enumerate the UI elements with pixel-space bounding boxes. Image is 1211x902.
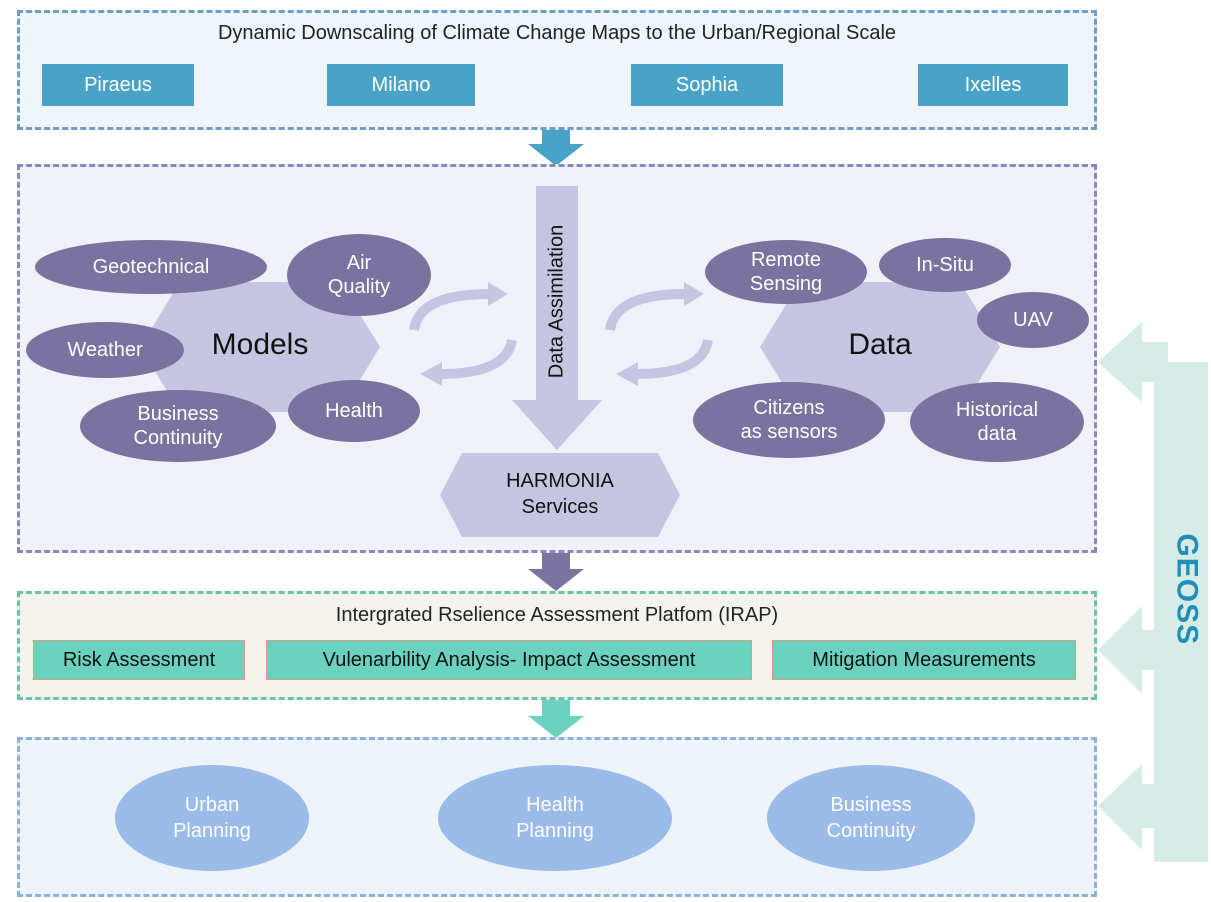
data-citizens-sensors: Citizens as sensors xyxy=(693,382,885,458)
geoss-label: GEOSS xyxy=(1170,533,1204,646)
downscaling-title: Dynamic Downscaling of Climate Change Ma… xyxy=(217,22,897,44)
data-assimilation-arrow xyxy=(512,186,602,450)
city-milano: Milano xyxy=(327,64,475,106)
irap-title: Intergrated Rselience Assessment Platfom… xyxy=(335,604,779,626)
model-health: Health xyxy=(288,380,420,442)
data-label: Data xyxy=(848,328,912,361)
data-assimilation-label: Data Assimilation xyxy=(545,224,568,379)
city-ixelles: Ixelles xyxy=(918,64,1068,106)
harmonia-services-label: HARMONIA Services xyxy=(506,470,614,518)
arrow-down-2 xyxy=(528,553,584,591)
data-exchange-arrows xyxy=(605,282,713,386)
data-historical: Historical data xyxy=(910,382,1084,462)
city-piraeus: Piraeus xyxy=(42,64,194,106)
models-exchange-arrows xyxy=(409,282,517,386)
arrow-down-3 xyxy=(528,700,584,738)
harmonia-services-hexagon xyxy=(440,453,680,537)
model-air-quality: Air Quality xyxy=(287,234,431,316)
data-remote-sensing: Remote Sensing xyxy=(705,240,867,304)
outcome-business-continuity: Business Continuity xyxy=(767,765,975,871)
data-in-situ: In-Situ xyxy=(879,238,1011,292)
outcome-urban-planning: Urban Planning xyxy=(115,765,309,871)
irap-vulnerability-analysis: Vulenarbility Analysis- Impact Assessmen… xyxy=(266,640,752,680)
irap-risk-assessment: Risk Assessment xyxy=(33,640,245,680)
data-hexagon xyxy=(760,282,1000,412)
data-uav: UAV xyxy=(977,292,1089,348)
irap-mitigation-measurements: Mitigation Measurements xyxy=(772,640,1076,680)
outcome-health-planning: Health Planning xyxy=(438,765,672,871)
models-label: Models xyxy=(211,328,309,361)
geoss-feedback-arrows xyxy=(1098,322,1208,862)
models-hexagon xyxy=(140,282,380,412)
model-weather: Weather xyxy=(26,322,184,378)
arrow-down-1 xyxy=(528,130,584,166)
downscaling-panel xyxy=(17,10,1097,130)
model-business-continuity: Business Continuity xyxy=(80,390,276,462)
city-sophia: Sophia xyxy=(631,64,783,106)
model-geotechnical: Geotechnical xyxy=(35,240,267,294)
